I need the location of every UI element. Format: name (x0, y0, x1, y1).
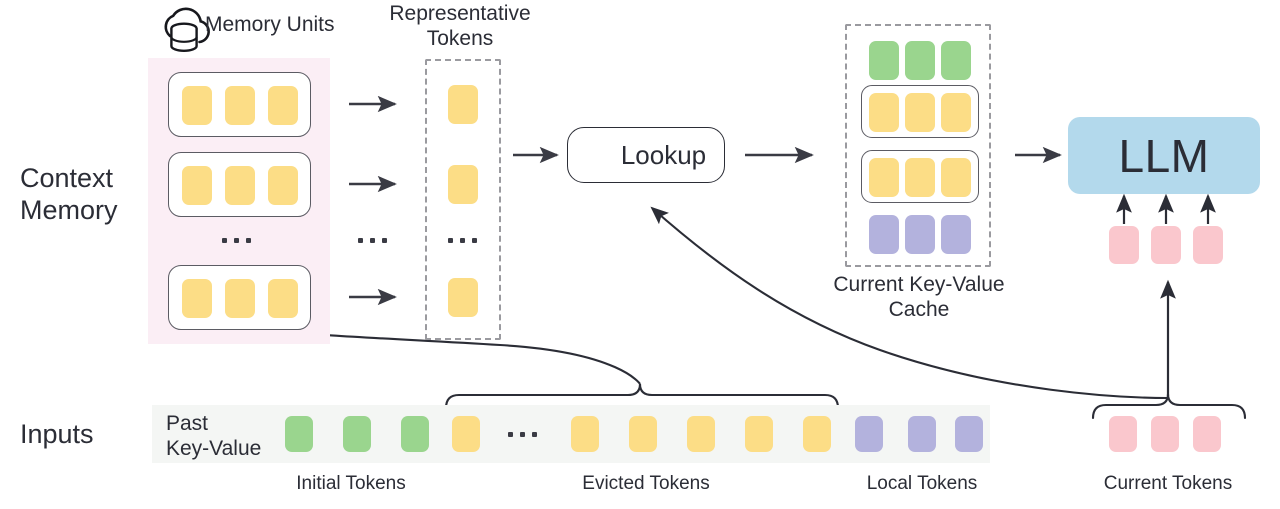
input-initial-token-2 (343, 416, 371, 452)
input-evicted-token-2 (571, 416, 599, 452)
memory-unit-1[interactable] (168, 72, 311, 137)
llm-box[interactable]: LLM (1068, 117, 1260, 194)
kv-cache-initial-token-1 (869, 41, 899, 80)
representative-token-n (448, 278, 478, 317)
arrows-column-ellipsis (358, 238, 387, 243)
input-local-token-2 (908, 416, 936, 452)
memory-unit-2-token-3 (268, 166, 298, 205)
memory-unit-n-token-1 (182, 279, 212, 318)
kv-cache-local-token-2 (905, 215, 935, 254)
llm-label: LLM (1118, 129, 1210, 182)
input-current-token-1 (1109, 416, 1137, 452)
memory-units-ellipsis (222, 238, 251, 243)
input-evicted-token-3 (629, 416, 657, 452)
kv-cache-initial-token-2 (905, 41, 935, 80)
kv-cache-retrieved-unit-2-token-2 (905, 158, 935, 197)
llm-input-token-1 (1109, 226, 1139, 264)
representative-token-2 (448, 165, 478, 204)
representative-tokens-box (425, 59, 501, 340)
input-evicted-token-5 (745, 416, 773, 452)
local-tokens-label: Local Tokens (866, 473, 978, 494)
evicted-tokens-label: Evicted Tokens (582, 473, 710, 494)
memory-unit-2[interactable] (168, 152, 311, 217)
lookup-label: Lookup (620, 139, 707, 170)
memory-unit-2-token-2 (225, 166, 255, 205)
current-kv-cache-box (845, 24, 991, 267)
memory-unit-n-token-3 (268, 279, 298, 318)
lookup-button[interactable]: Lookup (567, 127, 725, 183)
input-current-token-3 (1193, 416, 1221, 452)
memory-unit-2-token-1 (182, 166, 212, 205)
memory-unit-n[interactable] (168, 265, 311, 330)
kv-cache-retrieved-unit-1[interactable] (861, 85, 979, 138)
memory-unit-1-token-2 (225, 86, 255, 125)
input-current-token-2 (1151, 416, 1179, 452)
input-local-token-3 (955, 416, 983, 452)
input-local-token-1 (855, 416, 883, 452)
kv-cache-local-token-1 (869, 215, 899, 254)
current-tokens-label: Current Tokens (1103, 473, 1233, 494)
brace-current-tokens (1091, 393, 1247, 420)
cloud-database-icon (164, 7, 210, 52)
kv-cache-initial-token-3 (941, 41, 971, 80)
llm-input-token-3 (1193, 226, 1223, 264)
kv-cache-retrieved-unit-1-token-2 (905, 93, 935, 132)
input-evicted-ellipsis (508, 432, 537, 437)
kv-cache-retrieved-unit-2-token-3 (941, 158, 971, 197)
llm-input-token-2 (1151, 226, 1181, 264)
representative-token-1 (448, 85, 478, 124)
input-initial-token-1 (285, 416, 313, 452)
kv-cache-retrieved-unit-1-token-3 (941, 93, 971, 132)
memory-units-label: Memory Units (205, 13, 335, 36)
memory-unit-1-token-1 (182, 86, 212, 125)
inputs-label: Inputs (20, 419, 94, 449)
input-evicted-token-6 (803, 416, 831, 452)
kv-cache-retrieved-unit-2[interactable] (861, 150, 979, 203)
input-initial-token-3 (401, 416, 429, 452)
representative-tokens-ellipsis (448, 238, 477, 243)
input-evicted-token-1 (452, 416, 480, 452)
initial-tokens-label: Initial Tokens (296, 473, 406, 494)
memory-unit-1-token-3 (268, 86, 298, 125)
kv-cache-retrieved-unit-2-token-1 (869, 158, 899, 197)
memory-unit-n-token-2 (225, 279, 255, 318)
input-evicted-token-4 (687, 416, 715, 452)
kv-cache-local-token-3 (941, 215, 971, 254)
kv-cache-retrieved-unit-1-token-1 (869, 93, 899, 132)
